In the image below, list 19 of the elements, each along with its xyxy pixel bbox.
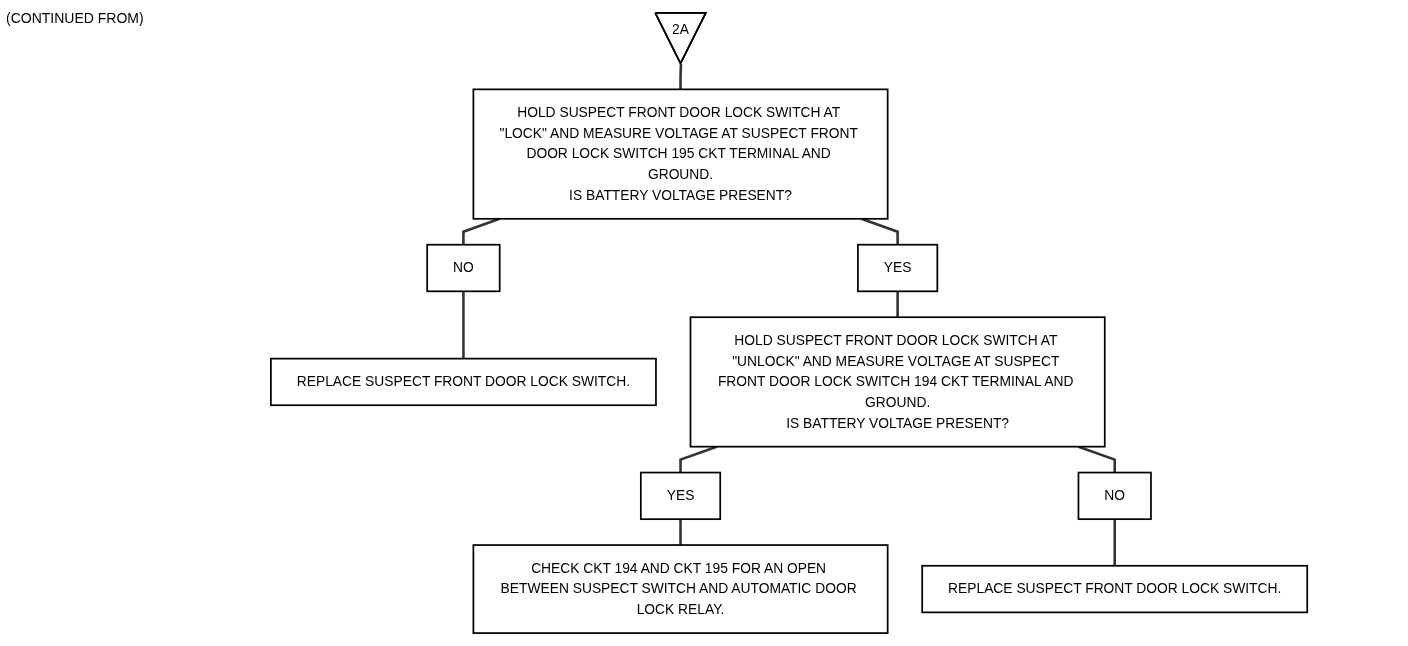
connector — [1113, 519, 1116, 566]
node-box: HOLD SUSPECT FRONT DOOR LOCK SWITCH AT "UNLOCK" AND MEASURE VOLTAGE AT SUSPECT FRONT DOOR LOCK SWITCH 194 CKT TERMINAL AND GROUND. IS BATTERY VOLTAGE PRESENT? — [689, 316, 1106, 448]
node-box: NO — [426, 243, 501, 293]
connector — [462, 291, 465, 359]
connector — [462, 217, 500, 245]
connector — [679, 63, 683, 90]
note-text: (CONTINUED FROM) — [6, 10, 144, 26]
connector — [1078, 445, 1116, 473]
connector — [896, 291, 899, 318]
connector — [679, 445, 718, 473]
node-box: NO — [1077, 471, 1152, 521]
connector — [860, 217, 899, 245]
node-box: HOLD SUSPECT FRONT DOOR LOCK SWITCH AT "LOCK" AND MEASURE VOLTAGE AT SUSPECT FRONT DOOR LOCK SWITCH 195 CKT TERMINAL AND GROUND. IS BATTERY VOLTAGE PRESENT? — [472, 88, 889, 220]
connector — [679, 519, 682, 546]
node-box: CHECK CKT 194 AND CKT 195 FOR AN OPEN BETWEEN SUSPECT SWITCH AND AUTOMATIC DOOR LOCK RELAY. — [472, 544, 889, 634]
node-box: REPLACE SUSPECT FRONT DOOR LOCK SWITCH. — [921, 564, 1309, 614]
node-box: YES — [856, 243, 939, 293]
node-box: YES — [639, 471, 721, 521]
node-box: REPLACE SUSPECT FRONT DOOR LOCK SWITCH. — [269, 357, 657, 407]
